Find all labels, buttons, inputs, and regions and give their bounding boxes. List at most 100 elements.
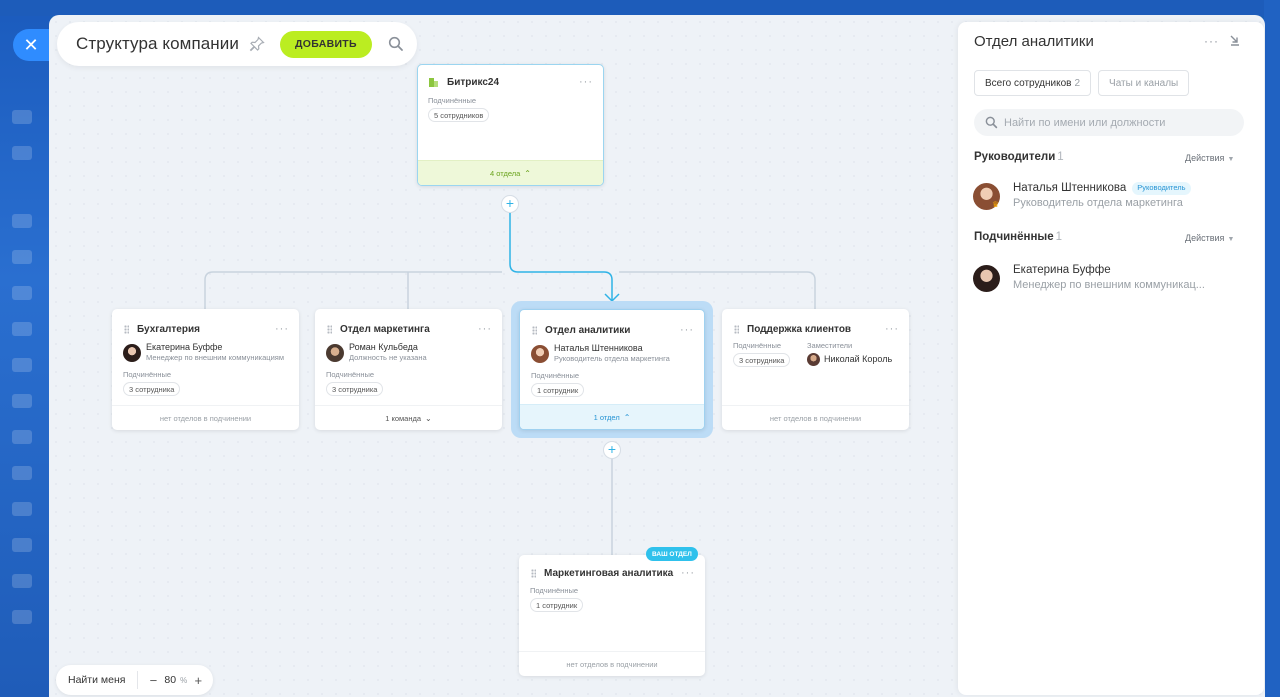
- person-name: Екатерина Буффе: [146, 342, 223, 352]
- background-icon: [12, 466, 32, 480]
- department-head[interactable]: Наталья Штенникова Руководитель отдела м…: [531, 343, 670, 364]
- teams-toggle[interactable]: 1 команда ⌄: [315, 405, 502, 430]
- panel-title: Отдел аналитики: [974, 33, 1094, 50]
- bottom-toolbar: Найти меня − 80 % +: [56, 665, 214, 695]
- search-input[interactable]: [1004, 116, 1234, 129]
- more-icon[interactable]: ···: [680, 324, 694, 336]
- subordinates-label: Подчинённые: [428, 96, 477, 105]
- search-icon[interactable]: [388, 36, 404, 52]
- close-icon[interactable]: ✕: [23, 34, 39, 55]
- zoom-in-button[interactable]: +: [194, 672, 203, 688]
- your-department-badge: ВАШ ОТДЕЛ: [646, 547, 698, 561]
- drag-handle-icon[interactable]: [327, 324, 332, 334]
- employee-count-chip[interactable]: 3 сотрудника: [326, 382, 384, 396]
- drag-handle-icon[interactable]: [532, 325, 537, 335]
- add-subdepartment-button[interactable]: +: [501, 195, 519, 213]
- drag-handle-icon[interactable]: [124, 324, 129, 334]
- person-info: Екатерина Буффе Менеджер по внешним комм…: [1013, 263, 1205, 293]
- more-icon[interactable]: ···: [478, 323, 492, 335]
- pin-icon[interactable]: [249, 36, 265, 52]
- section-count: 1: [1055, 231, 1063, 243]
- root-department-card[interactable]: Битрикс24 ··· Подчинённые 5 сотрудников …: [417, 64, 604, 186]
- no-subdepartments: нет отделов в подчинении: [722, 405, 909, 430]
- subordinates-label: Подчинённые: [123, 370, 172, 379]
- person-info: Наталья Штенникова Руководитель Руководи…: [1013, 181, 1191, 211]
- deputy[interactable]: Николай Король: [807, 353, 892, 366]
- drag-handle-icon[interactable]: [734, 324, 739, 334]
- department-name: Поддержка клиентов: [747, 323, 852, 335]
- employee-count-chip[interactable]: 3 сотрудника: [733, 353, 791, 367]
- card-header: Битрикс24 ···: [428, 76, 593, 88]
- role-badge: Руководитель: [1132, 181, 1191, 195]
- department-details-panel: Отдел аналитики ··· Всего сотрудников 2 …: [958, 22, 1264, 695]
- avatar: [326, 343, 344, 362]
- background-icon: [12, 502, 32, 516]
- tab-label: Всего сотрудников: [985, 77, 1072, 89]
- add-subdepartment-button[interactable]: +: [603, 441, 621, 459]
- background-icon: [12, 110, 32, 124]
- add-button[interactable]: ДОБАВИТЬ: [280, 30, 372, 58]
- heads-actions-dropdown[interactable]: Действия▼: [1185, 153, 1234, 163]
- subordinates-label: Подчинённые: [531, 371, 580, 380]
- department-head[interactable]: Екатерина Буффе Менеджер по внешним комм…: [123, 342, 284, 363]
- subdepartments-count: 4 отдела: [490, 168, 521, 178]
- department-card-marketing-analytics[interactable]: Маркетинговая аналитика ··· Подчинённые …: [519, 555, 705, 676]
- collapse-panel-icon[interactable]: [1229, 34, 1241, 46]
- tab-count: 2: [1074, 77, 1081, 89]
- person-name: Наталья Штенникова: [554, 343, 643, 353]
- header-bar: Структура компании ДОБАВИТЬ: [57, 22, 417, 66]
- more-icon[interactable]: ···: [681, 567, 695, 579]
- connector-lines: [204, 213, 816, 555]
- more-icon[interactable]: ···: [885, 323, 899, 335]
- zoom-out-button[interactable]: −: [149, 672, 158, 688]
- department-head[interactable]: Роман Кульбеда Должность не указана: [326, 342, 427, 363]
- caret-down-icon: ▼: [1227, 156, 1235, 163]
- search-icon: [985, 116, 998, 129]
- more-icon[interactable]: ···: [1204, 34, 1219, 48]
- more-icon[interactable]: ···: [579, 76, 593, 88]
- employee-count-chip[interactable]: 5 сотрудников: [428, 108, 490, 122]
- card-header: Бухгалтерия ···: [124, 323, 289, 335]
- background-app-right: [1264, 0, 1280, 697]
- zoom-unit: %: [180, 675, 188, 685]
- person-name: Николай Король: [824, 354, 893, 364]
- background-icon: [12, 430, 32, 444]
- more-icon[interactable]: ···: [275, 323, 289, 335]
- department-card-accounting[interactable]: Бухгалтерия ··· Екатерина Буффе Менеджер…: [112, 309, 299, 430]
- subordinates-label: Подчинённые: [733, 341, 782, 350]
- department-card-marketing[interactable]: Отдел маркетинга ··· Роман Кульбеда Долж…: [315, 309, 502, 430]
- close-slider-button[interactable]: ✕: [13, 29, 49, 61]
- actions-label: Действия: [1185, 233, 1225, 243]
- find-me-button[interactable]: Найти меня: [68, 674, 126, 686]
- employee-count-chip[interactable]: 3 сотрудника: [123, 382, 181, 396]
- department-card-support[interactable]: Поддержка клиентов ··· Подчинённые 3 сот…: [722, 309, 909, 430]
- card-header: Маркетинговая аналитика ···: [531, 567, 695, 579]
- employee-count-chip[interactable]: 1 сотрудник: [531, 383, 585, 397]
- drag-handle-icon[interactable]: [531, 568, 536, 578]
- avatar: [973, 264, 1000, 292]
- deputies-label: Заместители: [807, 341, 853, 350]
- department-name: Отдел маркетинга: [340, 323, 430, 335]
- tab-chats[interactable]: Чаты и каналы: [1098, 70, 1190, 96]
- subordinates-actions-dropdown[interactable]: Действия▼: [1185, 233, 1234, 243]
- employee-count-chip[interactable]: 1 сотрудник: [530, 598, 584, 612]
- no-subdepartments: нет отделов в подчинении: [519, 651, 705, 676]
- subordinate-person-row[interactable]: Екатерина Буффе Менеджер по внешним комм…: [973, 263, 1205, 293]
- person-role: Менеджер по внешним коммуникац...: [1013, 279, 1205, 291]
- no-subdepartments: нет отделов в подчинении: [112, 405, 299, 430]
- person-role: Руководитель отдела маркетинга: [554, 354, 670, 363]
- actions-label: Действия: [1185, 153, 1225, 163]
- person-role: Должность не указана: [349, 353, 427, 362]
- divider: [137, 671, 139, 689]
- subdepartments-toggle[interactable]: 4 отдела ⌃: [418, 160, 603, 185]
- subordinates-label: Подчинённые: [530, 586, 579, 595]
- background-icon: [12, 322, 32, 336]
- department-card-analytics[interactable]: Отдел аналитики ··· Наталья Штенникова Р…: [519, 309, 705, 430]
- subdepartments-toggle[interactable]: 1 отдел ⌃: [520, 404, 704, 429]
- head-person-row[interactable]: ♛ Наталья Штенникова Руководитель Руково…: [973, 181, 1191, 211]
- subordinates-label: Подчинённые: [326, 370, 375, 379]
- tab-employees[interactable]: Всего сотрудников 2: [974, 70, 1092, 96]
- background-icon: [12, 286, 32, 300]
